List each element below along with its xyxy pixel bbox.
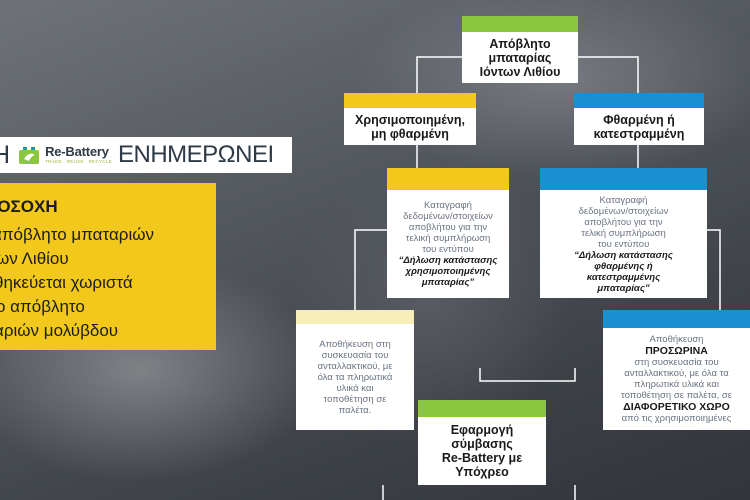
- node-damaged-storage-line1: Αποθήκευση: [649, 334, 704, 345]
- brand-logo-subtitle: TRADE · REUSE · RECYCLE: [45, 159, 112, 164]
- attention-panel: ΡΟΣΟΧΗ απόβλητο μπαταριών ων Λιθίου θηκε…: [0, 183, 216, 350]
- node-used-storage: Αποθήκευση στη συσκευασία του ανταλλακτι…: [296, 310, 414, 430]
- attention-line-2: ων Λιθίου: [0, 249, 69, 268]
- connector-root-left: [416, 56, 462, 93]
- brand-bar: Η Re-Battery TRADE · REUSE · RECYCLE ΕΝΗ…: [0, 137, 292, 173]
- rebattery-logo: Re-Battery TRADE · REUSE · RECYCLE: [18, 144, 112, 166]
- brand-left-fragment: Η: [0, 140, 11, 169]
- node-used-label: Χρησιμοποιημένη, μη φθαρμένη: [355, 112, 465, 141]
- brand-logo-name: Re-Battery: [45, 144, 109, 159]
- node-damaged-storage-line3: από τις χρησιμοποιημένες: [621, 413, 732, 424]
- connector-right-storage: [705, 229, 721, 310]
- node-damaged-storage-line2: στη συσκευασία του ανταλλακτικού, με όλα…: [621, 357, 732, 401]
- node-used-record: Καταγραφή δεδομένων/στοιχείων αποβλήτου …: [387, 168, 509, 298]
- node-contract: Εφαρμογή σύμβασης Re-Battery με Υπόχρεο: [418, 400, 546, 485]
- node-damaged-record-desc: Καταγραφή δεδομένων/στοιχείων αποβλήτου …: [578, 194, 669, 250]
- node-damaged-record-form: “Δήλωση κατάστασης φθαρμένης ή κατεστραμ…: [574, 249, 673, 294]
- node-root-label: Απόβλητο μπαταρίας Ιόντων Λιθίου: [479, 36, 561, 79]
- node-damaged-storage-emph1: ΠΡΟΣΩΡΙΝΑ: [645, 345, 708, 357]
- connector-root-right: [578, 56, 639, 93]
- node-used-bar: [344, 93, 476, 108]
- node-root-bar: [462, 16, 578, 32]
- node-used-record-form: “Δήλωση κατάστασης χρησιμοποιημένης μπατ…: [398, 255, 498, 288]
- attention-line-3: θηκεύεται χωριστά: [0, 273, 133, 292]
- battery-leaf-icon: [19, 147, 40, 164]
- node-used-storage-text: Αποθήκευση στη συσκευασία του ανταλλακτι…: [317, 338, 393, 416]
- node-used: Χρησιμοποιημένη, μη φθαρμένη: [344, 93, 476, 145]
- node-used-record-desc: Καταγραφή δεδομένων/στοιχείων αποβλήτου …: [403, 200, 493, 255]
- node-damaged-record: Καταγραφή δεδομένων/στοιχείων αποβλήτου …: [540, 168, 707, 298]
- attention-line-5: αριών μολύβδου: [0, 321, 119, 340]
- node-damaged-bar: [574, 93, 704, 108]
- attention-line-4: ο απόβλητο: [0, 297, 85, 316]
- node-contract-bar: [418, 400, 546, 417]
- attention-line-1: απόβλητο μπαταριών: [0, 225, 155, 244]
- node-used-record-bar: [387, 168, 509, 190]
- node-root: Απόβλητο μπαταρίας Ιόντων Λιθίου: [462, 16, 578, 83]
- brand-informs-word: ΕΝΗΜΕΡΩΝΕΙ: [117, 141, 274, 168]
- node-damaged-record-bar: [540, 168, 707, 190]
- node-damaged: Φθαρμένη ή κατεστραμμένη: [574, 93, 704, 145]
- node-contract-label: Εφαρμογή σύμβασης Re-Battery με Υπόχρεο: [441, 423, 523, 479]
- node-damaged-storage: Αποθήκευση ΠΡΟΣΩΡΙΝΑ στη συσκευασία του …: [603, 310, 750, 430]
- node-damaged-storage-emph2: ΔΙΑΦΟΡΕΤΙΚΟ ΧΩΡΟ: [623, 401, 730, 413]
- node-damaged-storage-bar: [603, 310, 750, 328]
- connector-to-contract: [479, 368, 576, 382]
- node-damaged-label: Φθαρμένη ή κατεστραμμένη: [593, 112, 685, 141]
- node-used-storage-bar: [296, 310, 414, 324]
- attention-title: ΡΟΣΟΧΗ: [0, 197, 58, 216]
- connector-left-storage: [354, 229, 387, 310]
